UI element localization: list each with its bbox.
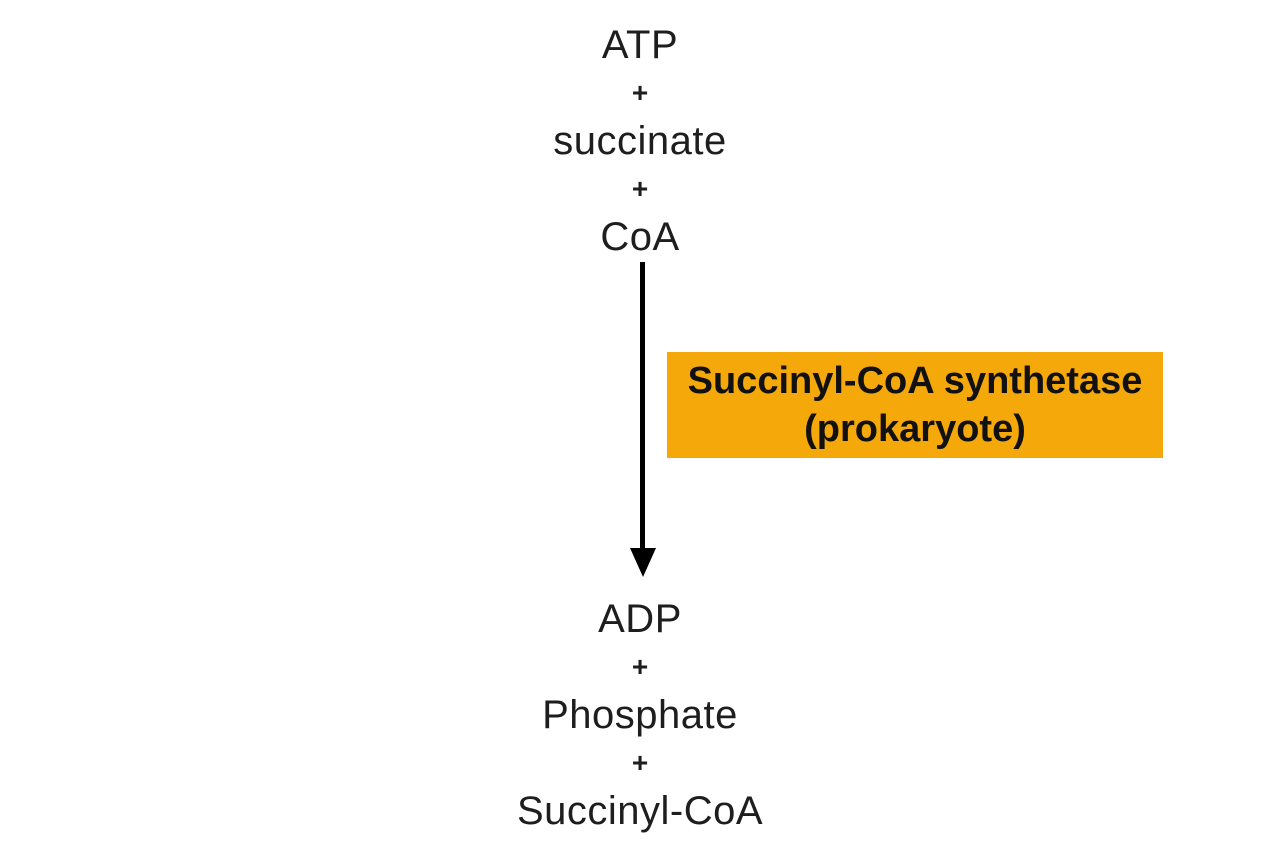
reactant-coa: CoA: [600, 215, 680, 259]
plus-sign: +: [631, 747, 649, 778]
reactant-succinate: succinate: [553, 119, 727, 163]
enzyme-organism: (prokaryote): [804, 408, 1026, 450]
arrow-down-icon: [630, 548, 656, 577]
plus-sign: +: [631, 173, 649, 204]
products-block: ADP + Phosphate + Succinyl-CoA: [0, 595, 1280, 835]
enzyme-name: Succinyl-CoA synthetase: [687, 360, 1143, 402]
product-phosphate: Phosphate: [542, 693, 738, 737]
reactant-atp: ATP: [601, 23, 679, 67]
reaction-arrow-shaft: [640, 262, 645, 550]
plus-sign: +: [631, 77, 649, 108]
reactants-block: ATP + succinate + CoA: [0, 21, 1280, 261]
plus-sign: +: [631, 651, 649, 682]
product-adp: ADP: [598, 597, 682, 641]
product-succinyl-coa: Succinyl-CoA: [516, 789, 764, 833]
enzyme-label: Succinyl-CoA synthetase (prokaryote): [667, 352, 1163, 458]
